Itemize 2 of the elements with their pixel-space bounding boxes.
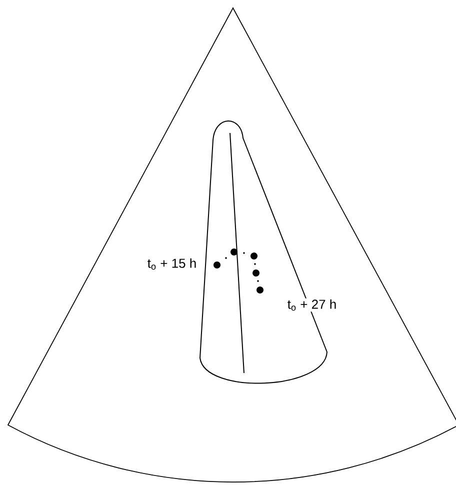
time-label: t$_{o}$ + 15 h <box>146 257 198 271</box>
time-label: t$_{o}$ + 27 h <box>286 298 338 312</box>
